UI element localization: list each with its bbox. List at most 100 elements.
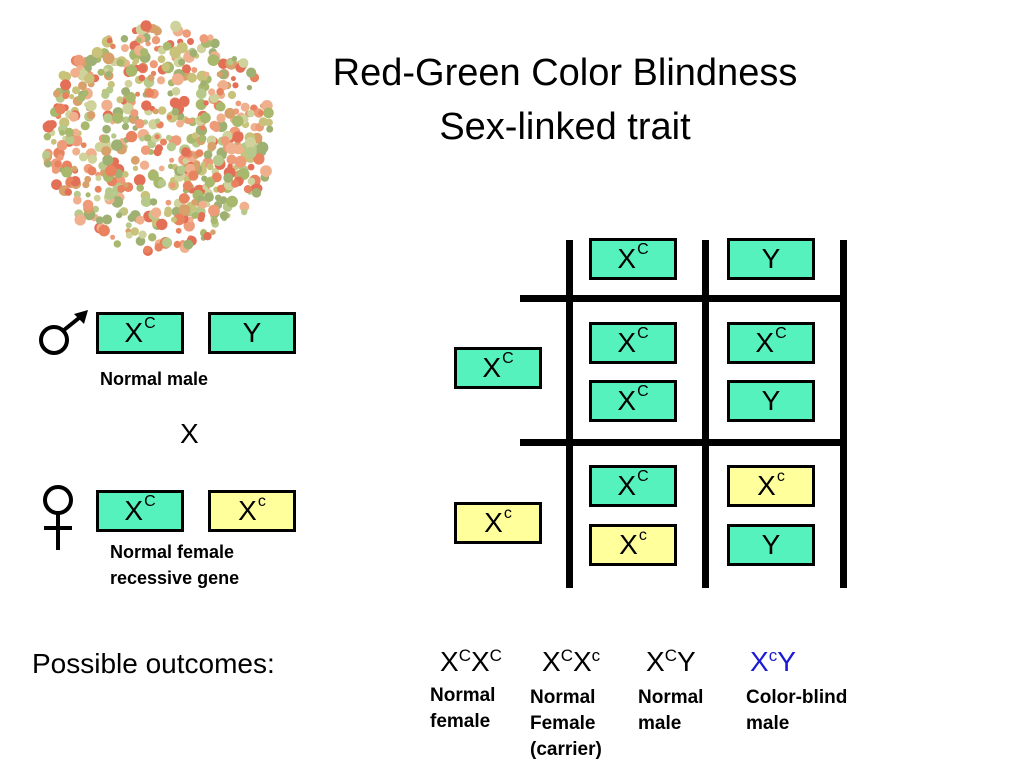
plate-dot bbox=[212, 154, 224, 166]
plate-dot bbox=[67, 176, 74, 183]
genotype-sup: C bbox=[458, 646, 471, 665]
plate-dot bbox=[106, 37, 113, 44]
plate-dot bbox=[140, 48, 149, 57]
plate-dot bbox=[245, 137, 256, 148]
plate-dot bbox=[211, 172, 222, 183]
plate-dot bbox=[184, 117, 192, 125]
plate-dot bbox=[78, 81, 87, 90]
outcome-label-1-line-1: Normal bbox=[430, 685, 496, 706]
plate-dot bbox=[110, 234, 116, 240]
genotype-base: Y bbox=[777, 646, 796, 677]
allele-sup: c bbox=[776, 468, 785, 485]
plate-dot bbox=[42, 150, 51, 159]
plate-dot bbox=[98, 224, 110, 237]
plate-dot bbox=[189, 49, 198, 58]
plate-dot bbox=[72, 86, 80, 95]
plate-dot bbox=[207, 54, 220, 66]
genotype-sup: c bbox=[591, 646, 601, 665]
allele-sup: C bbox=[637, 241, 649, 258]
plate-dot bbox=[207, 141, 217, 151]
plate-dot bbox=[196, 88, 207, 100]
plate-dot bbox=[130, 109, 139, 118]
plate-dot bbox=[140, 20, 152, 32]
genotype-base: X bbox=[542, 646, 561, 677]
plate-dot bbox=[122, 123, 129, 131]
punnett-cell-r2c2-bottom: Y bbox=[727, 524, 815, 566]
plate-dot bbox=[232, 131, 244, 143]
plate-dot bbox=[116, 59, 125, 67]
plate-dot bbox=[122, 116, 130, 124]
plate-dot bbox=[247, 163, 255, 171]
outcome-genotype-3: XCY bbox=[646, 647, 696, 676]
plate-dot bbox=[72, 147, 81, 156]
plate-dot bbox=[191, 132, 199, 139]
plate-dot bbox=[105, 71, 112, 78]
plate-dot bbox=[263, 107, 274, 119]
plate-dot bbox=[191, 211, 199, 219]
genotype-sup: C bbox=[489, 646, 502, 665]
plate-dot bbox=[150, 207, 162, 218]
plate-dot bbox=[68, 111, 79, 122]
plate-dot bbox=[165, 134, 172, 141]
plate-dot bbox=[234, 155, 247, 168]
plate-dot bbox=[102, 214, 113, 225]
genotype-base: X bbox=[470, 646, 490, 677]
plate-dot bbox=[231, 115, 244, 127]
plate-dot bbox=[53, 89, 61, 98]
plate-dot bbox=[84, 73, 95, 84]
plate-dot bbox=[231, 56, 238, 62]
allele-base: X bbox=[617, 327, 637, 358]
plate-dot bbox=[195, 149, 204, 158]
plate-dot bbox=[91, 47, 103, 58]
plate-dot bbox=[82, 199, 94, 211]
plate-dot bbox=[73, 54, 85, 66]
plate-dot bbox=[258, 117, 268, 127]
plate-dot bbox=[121, 171, 129, 178]
plate-dot bbox=[135, 236, 146, 246]
plate-dot bbox=[176, 165, 186, 175]
allele-base: X bbox=[617, 243, 637, 274]
plate-dot bbox=[204, 71, 210, 77]
plate-dot bbox=[64, 127, 74, 137]
ishihara-plate-icon bbox=[42, 20, 274, 256]
plate-dot bbox=[95, 216, 104, 225]
plate-dot bbox=[187, 72, 198, 83]
plate-dot bbox=[251, 188, 262, 198]
plate-dot bbox=[204, 192, 214, 203]
plate-dot bbox=[145, 40, 151, 47]
plate-dot bbox=[245, 147, 257, 159]
plate-dot bbox=[69, 94, 75, 100]
plate-dot bbox=[97, 68, 105, 76]
plate-dot bbox=[173, 240, 181, 248]
plate-dot bbox=[101, 99, 113, 111]
plate-dot bbox=[239, 201, 250, 212]
plate-dot bbox=[198, 200, 207, 209]
plate-dot bbox=[62, 92, 70, 100]
plate-dot bbox=[191, 67, 198, 73]
plate-dot bbox=[149, 60, 158, 69]
allele-base: Y bbox=[761, 529, 781, 560]
plate-dot bbox=[243, 185, 252, 194]
title-line-2: Sex-linked trait bbox=[439, 106, 691, 148]
plate-dot bbox=[154, 134, 160, 140]
plate-dot bbox=[95, 175, 102, 182]
allele-sup: c bbox=[257, 493, 266, 510]
plate-dot bbox=[84, 175, 92, 183]
plate-dot bbox=[166, 142, 176, 152]
plate-dot bbox=[203, 100, 209, 106]
plate-dot bbox=[227, 163, 233, 169]
plate-dot bbox=[85, 192, 91, 198]
plate-dot bbox=[74, 214, 86, 226]
plate-dot bbox=[93, 194, 101, 202]
outcome-genotype-2: XCXc bbox=[542, 646, 601, 677]
plate-dot bbox=[61, 166, 73, 178]
outcome-label-1-line-2: female bbox=[430, 711, 491, 732]
allele-sup: C bbox=[637, 325, 649, 342]
plate-dot bbox=[72, 128, 80, 136]
